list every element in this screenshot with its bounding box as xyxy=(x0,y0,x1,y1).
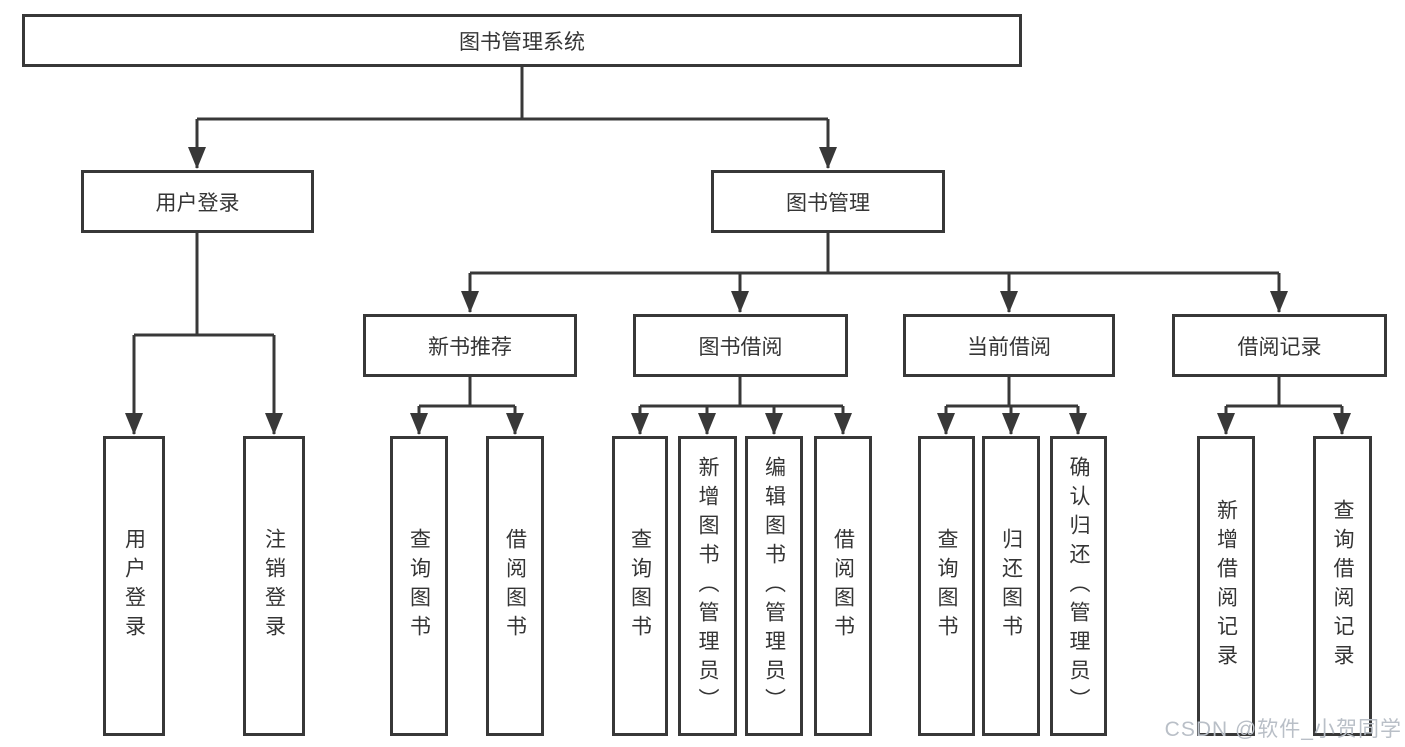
node-query-books-current: 查询图书 xyxy=(918,436,975,736)
node-borrow-records: 借阅记录 xyxy=(1172,314,1387,377)
edges-new-book-recommend xyxy=(410,377,524,435)
node-label: 编辑图书（管理员） xyxy=(762,455,786,717)
node-label: 查询图书 xyxy=(935,528,958,644)
node-label: 借阅图书 xyxy=(503,528,527,644)
node-label: 借阅图书 xyxy=(831,528,855,644)
node-edit-books-admin: 编辑图书（管理员） xyxy=(745,436,803,736)
node-add-books-admin: 新增图书（管理员） xyxy=(678,436,737,736)
node-book-management: 图书管理 xyxy=(711,170,945,233)
node-user-login: 用户登录 xyxy=(81,170,314,233)
node-label: 用户登录 xyxy=(122,528,146,644)
node-label: 查询图书 xyxy=(407,528,431,644)
edges-user-login xyxy=(125,233,283,435)
node-query-borrow-record: 查询借阅记录 xyxy=(1313,436,1372,736)
node-label: 查询图书 xyxy=(628,528,652,644)
node-label: 新增借阅记录 xyxy=(1214,499,1238,673)
node-user-login-leaf: 用户登录 xyxy=(103,436,165,736)
node-confirm-return-admin: 确认归还（管理员） xyxy=(1050,436,1107,736)
edges-borrow-records xyxy=(1217,377,1351,435)
node-label: 确认归还（管理员） xyxy=(1067,455,1090,717)
node-label: 查询借阅记录 xyxy=(1331,499,1354,673)
edges-book-management xyxy=(461,233,1288,313)
node-book-borrow: 图书借阅 xyxy=(633,314,848,377)
node-new-book-recommend: 新书推荐 xyxy=(363,314,577,377)
node-query-books-borrow: 查询图书 xyxy=(612,436,668,736)
node-current-borrow: 当前借阅 xyxy=(903,314,1115,377)
edges-root xyxy=(188,67,837,169)
node-add-borrow-record: 新增借阅记录 xyxy=(1197,436,1255,736)
node-library-management-system: 图书管理系统 xyxy=(22,14,1022,67)
edges-current-borrow xyxy=(937,377,1087,435)
node-return-books: 归还图书 xyxy=(982,436,1040,736)
node-label: 注销登录 xyxy=(262,528,286,644)
node-label: 归还图书 xyxy=(999,528,1023,644)
node-borrow-books-leaf: 借阅图书 xyxy=(814,436,872,736)
node-logout: 注销登录 xyxy=(243,436,305,736)
node-query-books-recommend: 查询图书 xyxy=(390,436,448,736)
node-borrow-books-recommend: 借阅图书 xyxy=(486,436,544,736)
node-label: 新增图书（管理员） xyxy=(696,455,719,717)
edges-book-borrow xyxy=(631,377,852,435)
csdn-watermark: CSDN @软件_小贺同学 xyxy=(1164,718,1402,741)
